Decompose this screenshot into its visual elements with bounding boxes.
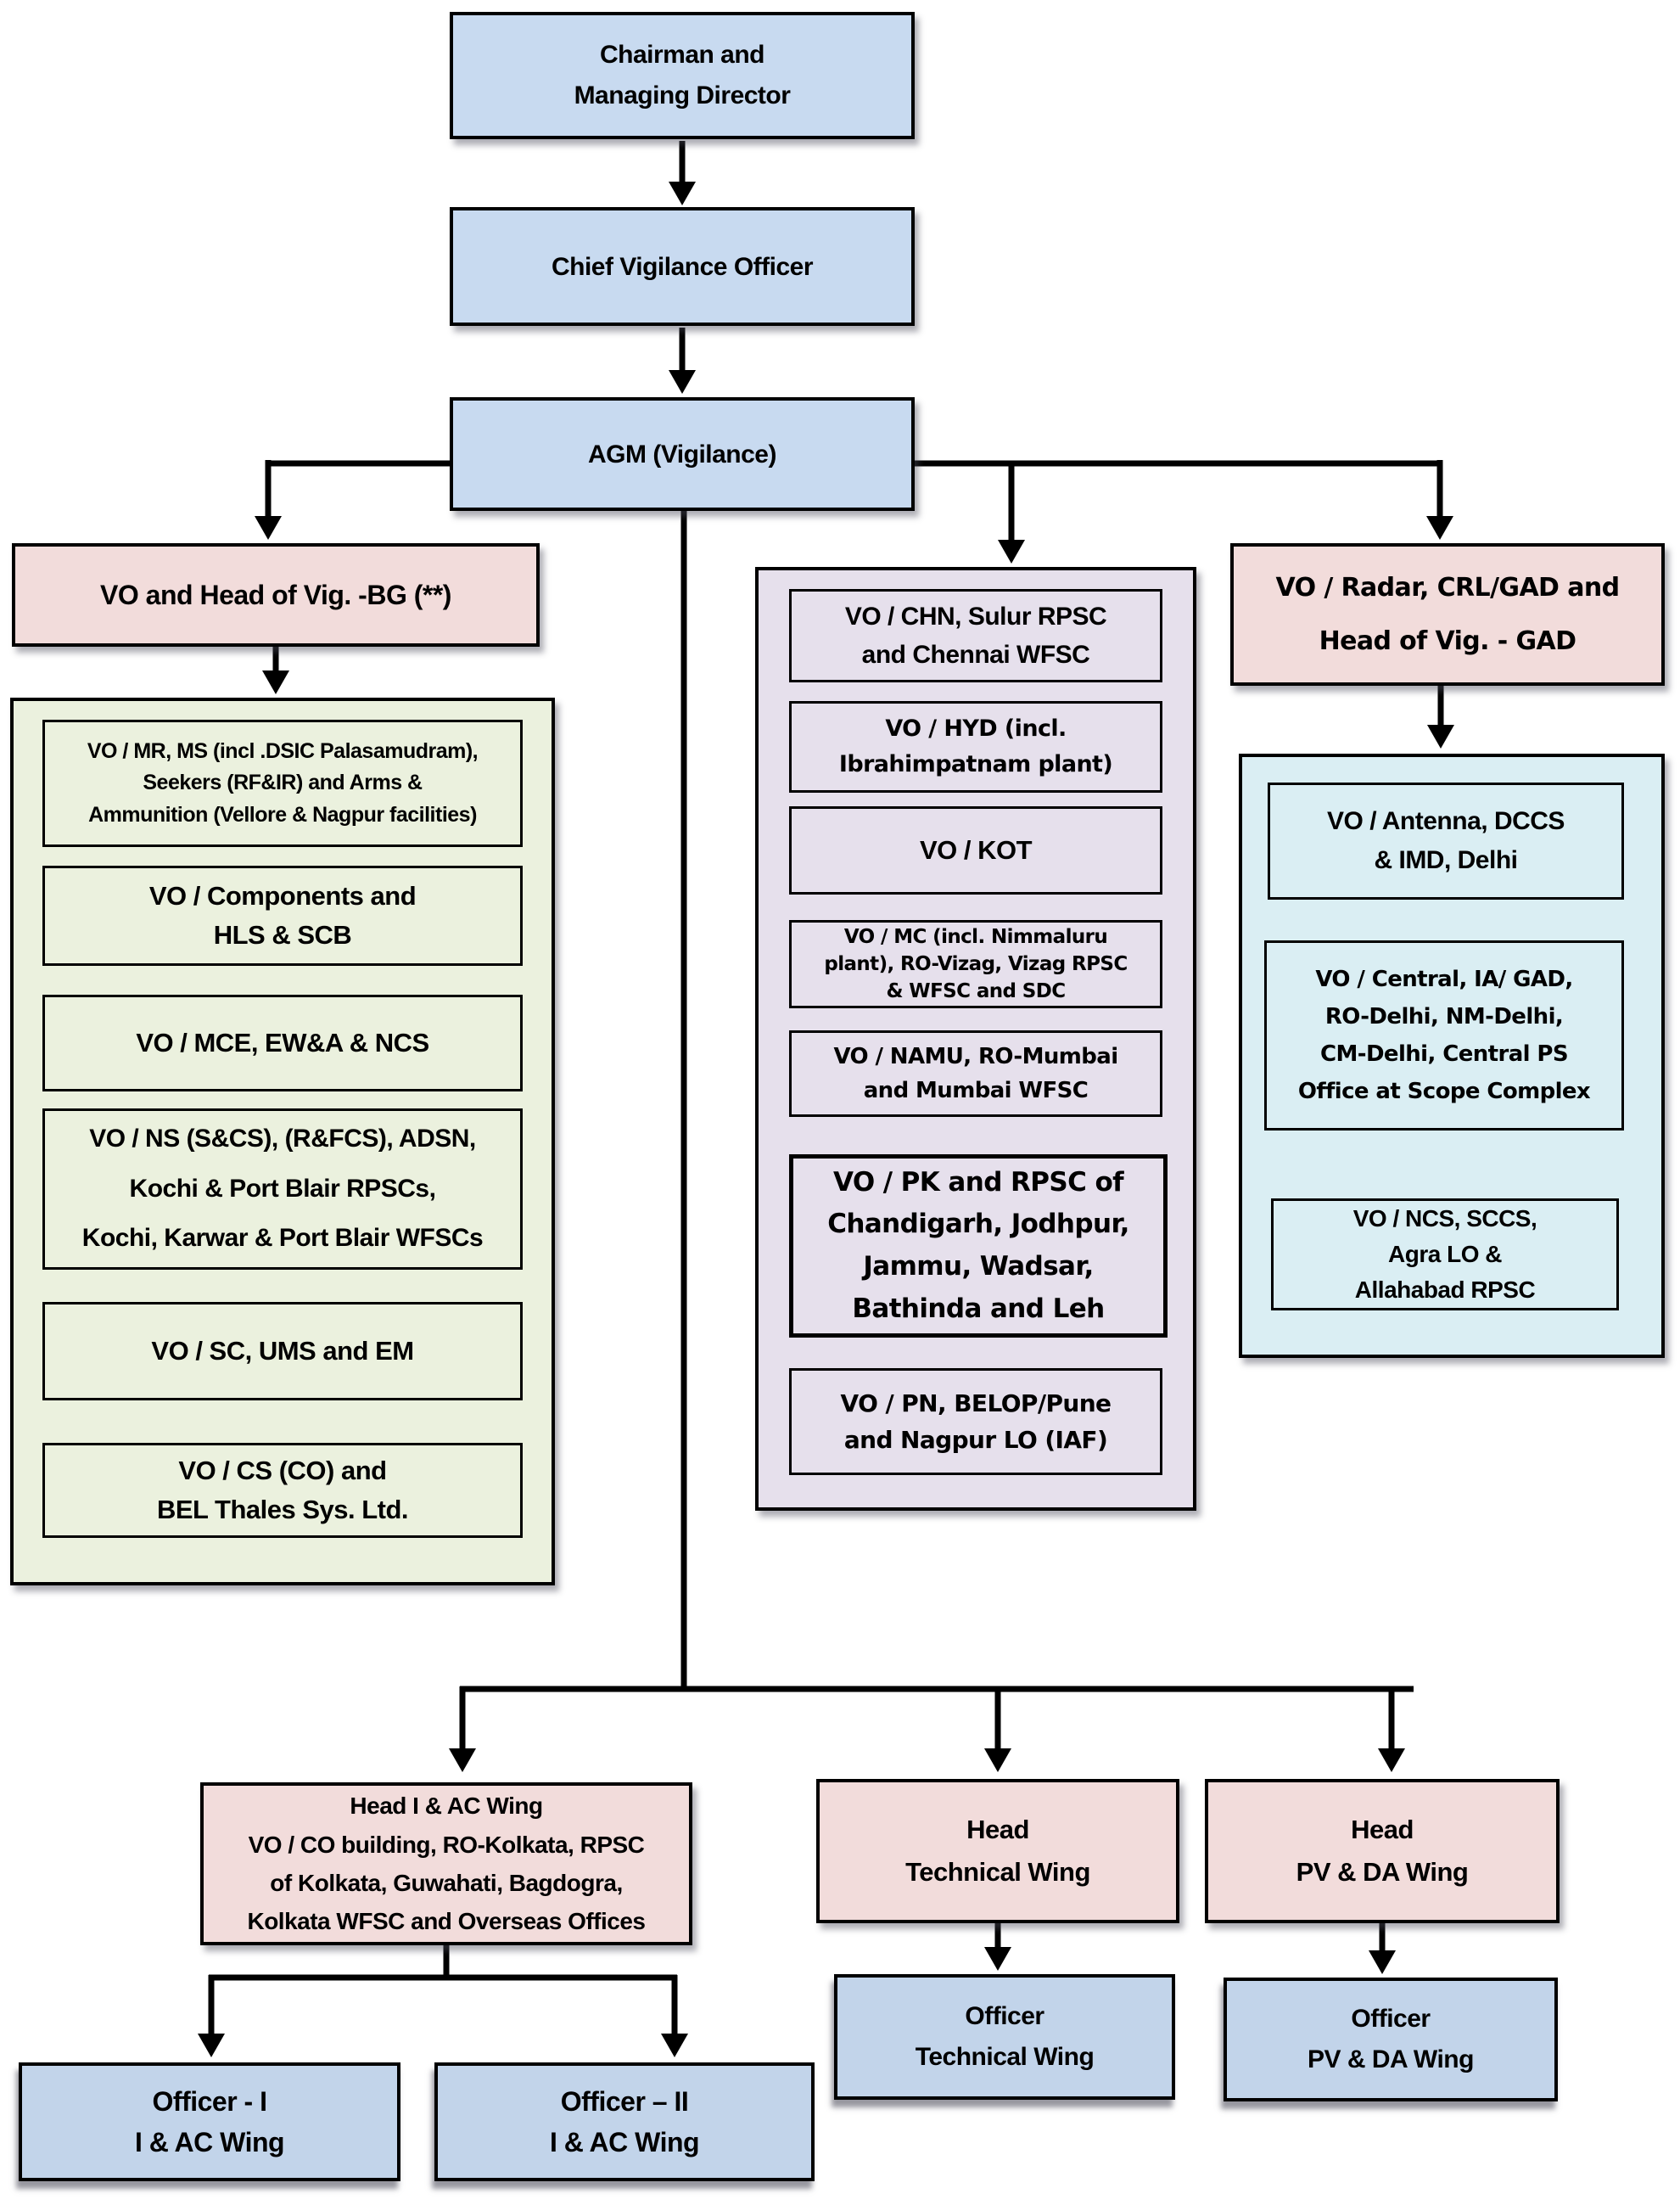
arrowhead-icon	[1378, 1748, 1405, 1772]
node-cvo-label: Chief Vigilance Officer	[551, 252, 814, 281]
node-head-tech-label: Head Technical Wing	[905, 1815, 1090, 1887]
edge-voradar-gad-group	[1427, 686, 1454, 749]
edge-cvo-agm	[669, 328, 696, 394]
node-chairman-label: Chairman and Managing Director	[574, 41, 791, 109]
node-mc-label: VO / MC (incl. Nimmaluru plant), RO-Viza…	[824, 925, 1128, 1003]
node-officer-tech-label: Officer Technical Wing	[915, 2002, 1095, 2071]
node-vo-chn: VO / CHN, Sulur RPSC and Chennai WFSC	[789, 589, 1162, 682]
arrowhead-icon	[1369, 1950, 1396, 1974]
node-vo-mc: VO / MC (incl. Nimmaluru plant), RO-Viza…	[789, 920, 1162, 1008]
arrowhead-icon	[255, 516, 282, 540]
node-mr-ms-label: VO / MR, MS (incl .DSIC Palasamudram), S…	[87, 738, 479, 827]
node-vo-head-vig-bg: VO and Head of Vig. -BG (**)	[12, 543, 540, 647]
node-vo-central: VO / Central, IA/ GAD, RO-Delhi, NM-Delh…	[1264, 940, 1624, 1131]
node-sc-ums-label: VO / SC, UMS and EM	[151, 1335, 414, 1366]
node-vo-pn: VO / PN, BELOP/Pune and Nagpur LO (IAF)	[789, 1368, 1162, 1475]
node-vo-cs-co: VO / CS (CO) and BEL Thales Sys. Ltd.	[42, 1443, 523, 1538]
node-officer-1: Officer - I I & AC Wing	[19, 2062, 400, 2181]
node-pk-label: VO / PK and RPSC of Chandigarh, Jodhpur,…	[827, 1166, 1129, 1324]
node-officer-pvda-label: Officer PV & DA Wing	[1308, 2005, 1474, 2073]
node-vo-components: VO / Components and HLS & SCB	[42, 866, 523, 966]
node-officer2-label: Officer – II I & AC Wing	[549, 2086, 700, 2157]
node-vo-mce: VO / MCE, EW&A & NCS	[42, 995, 523, 1091]
node-vo-hyd: VO / HYD (incl. Ibrahimpatnam plant)	[789, 701, 1162, 793]
node-pn-label: VO / PN, BELOP/Pune and Nagpur LO (IAF)	[840, 1389, 1112, 1454]
node-vo-ncs-sccs: VO / NCS, SCCS, Agra LO & Allahabad RPSC	[1271, 1198, 1619, 1310]
arrowhead-icon	[661, 2034, 688, 2057]
node-vo-radar-label: VO / Radar, CRL/GAD and Head of Vig. - G…	[1275, 573, 1621, 656]
node-central-label: VO / Central, IA/ GAD, RO-Delhi, NM-Delh…	[1297, 966, 1591, 1105]
node-head-pvda-wing: Head PV & DA Wing	[1205, 1779, 1560, 1923]
arrowhead-icon	[669, 370, 696, 394]
node-vo-radar-gad: VO / Radar, CRL/GAD and Head of Vig. - G…	[1230, 543, 1665, 686]
node-officer-2: Officer – II I & AC Wing	[434, 2062, 815, 2181]
node-officer1-label: Officer - I I & AC Wing	[134, 2086, 285, 2157]
node-cs-co-label: VO / CS (CO) and BEL Thales Sys. Ltd.	[156, 1455, 409, 1525]
arrowhead-icon	[984, 1947, 1011, 1971]
edge-vohead-bg-group	[262, 647, 289, 694]
node-mce-label: VO / MCE, EW&A & NCS	[136, 1027, 429, 1058]
arrowhead-icon	[1427, 725, 1454, 749]
node-officer-pvda-wing: Officer PV & DA Wing	[1224, 1978, 1558, 2101]
node-vo-mr-ms: VO / MR, MS (incl .DSIC Palasamudram), S…	[42, 720, 523, 847]
node-vo-antenna: VO / Antenna, DCCS & IMD, Delhi	[1268, 783, 1624, 900]
arrowhead-icon	[984, 1748, 1011, 1772]
edge-headpvda-officerpvda	[1369, 1923, 1396, 1974]
arrowhead-icon	[449, 1748, 476, 1772]
arrowhead-icon	[198, 2034, 225, 2057]
node-head-iac-wing: Head I & AC Wing VO / CO building, RO-Ko…	[200, 1782, 692, 1945]
node-antenna-label: VO / Antenna, DCCS & IMD, Delhi	[1327, 806, 1565, 875]
arrowhead-icon	[998, 540, 1025, 564]
node-officer-technical-wing: Officer Technical Wing	[834, 1974, 1175, 2100]
node-agm-vigilance: AGM (Vigilance)	[450, 397, 915, 511]
edge-chairman-cvo	[669, 141, 696, 205]
node-kot-label: VO / KOT	[919, 834, 1033, 865]
node-vo-kot: VO / KOT	[789, 806, 1162, 895]
node-chn-label: VO / CHN, Sulur RPSC and Chennai WFSC	[844, 603, 1107, 669]
arrowhead-icon	[1426, 516, 1453, 540]
node-head-iac-label: Head I & AC Wing VO / CO building, RO-Ko…	[247, 1793, 646, 1935]
node-hyd-label: VO / HYD (incl. Ibrahimpatnam plant)	[838, 715, 1113, 777]
node-vo-ns: VO / NS (S&CS), (R&FCS), ADSN, Kochi & P…	[42, 1108, 523, 1270]
node-ns-label: VO / NS (S&CS), (R&FCS), ADSN, Kochi & P…	[81, 1125, 484, 1253]
node-vo-namu: VO / NAMU, RO-Mumbai and Mumbai WFSC	[789, 1030, 1162, 1117]
node-chief-vigilance-officer: Chief Vigilance Officer	[450, 207, 915, 326]
edge-agm-bottom-branch	[449, 511, 1414, 1772]
node-chairman: Chairman and Managing Director	[450, 12, 915, 139]
node-vo-pk: VO / PK and RPSC of Chandigarh, Jodhpur,…	[789, 1154, 1168, 1338]
node-agm-label: AGM (Vigilance)	[588, 440, 776, 468]
arrowhead-icon	[669, 182, 696, 205]
node-head-technical-wing: Head Technical Wing	[816, 1779, 1179, 1923]
node-head-pvda-label: Head PV & DA Wing	[1296, 1815, 1469, 1887]
edge-headtech-officertech	[984, 1923, 1011, 1971]
node-vo-sc-ums: VO / SC, UMS and EM	[42, 1302, 523, 1400]
node-ncs-sccs-label: VO / NCS, SCCS, Agra LO & Allahabad RPSC	[1352, 1205, 1537, 1303]
arrowhead-icon	[262, 670, 289, 694]
node-vo-head-bg-label: VO and Head of Vig. -BG (**)	[100, 579, 451, 610]
node-namu-label: VO / NAMU, RO-Mumbai and Mumbai WFSC	[833, 1043, 1118, 1103]
node-components-label: VO / Components and HLS & SCB	[148, 880, 417, 951]
edge-headiac-officers	[198, 1945, 688, 2057]
